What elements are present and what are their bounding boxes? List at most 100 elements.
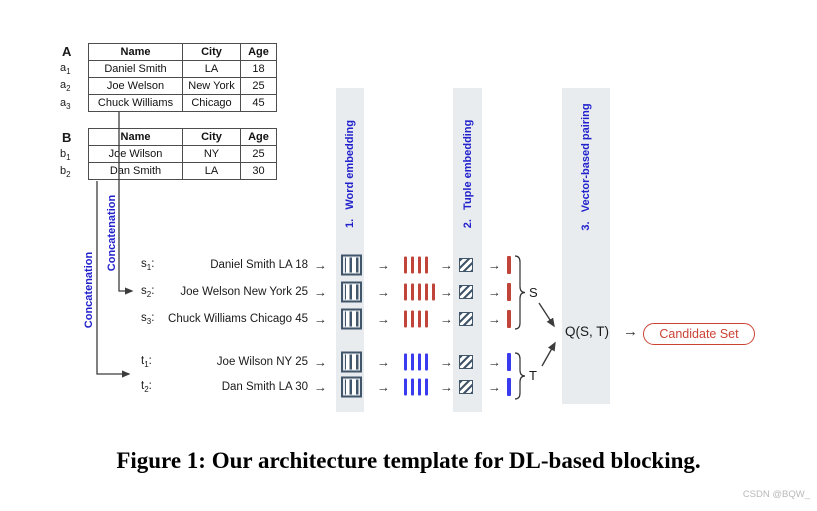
tuple-embedding-icon bbox=[459, 312, 473, 326]
table-a-row-id: a3 bbox=[60, 97, 71, 112]
arrow-icon: → bbox=[377, 284, 390, 300]
table-row: Chuck Williams Chicago 45 bbox=[88, 94, 277, 112]
group-label-t: T bbox=[529, 368, 537, 383]
arrow-icon: → bbox=[440, 354, 453, 370]
arrow-icon: → bbox=[440, 284, 453, 300]
tuple-text: Joe Wilson NY 25 bbox=[216, 356, 308, 368]
arrow-icon: → bbox=[488, 257, 501, 273]
table-a-header-age: Age bbox=[240, 43, 277, 61]
arrow-icon: → bbox=[377, 379, 390, 395]
word-vector-bar bbox=[425, 256, 428, 274]
cell-name: Daniel Smith bbox=[88, 60, 183, 78]
cell-age: 25 bbox=[240, 77, 277, 95]
cell-age: 18 bbox=[240, 60, 277, 78]
arrow-icon: → bbox=[440, 257, 453, 273]
word-vectors bbox=[404, 310, 428, 328]
word-sequence-icon bbox=[341, 351, 362, 373]
word-vector-bar bbox=[425, 353, 428, 371]
word-vector-bar bbox=[411, 256, 414, 274]
pipeline-row-s3: s3: Chuck Williams Chicago 45 → → → → bbox=[0, 308, 817, 330]
word-vector-bar bbox=[425, 378, 428, 396]
tuple-id: s1: bbox=[141, 257, 155, 273]
word-vector-bar bbox=[418, 353, 421, 371]
watermark: CSDN @BQW_ bbox=[742, 489, 810, 500]
tuple-text: Joe Welson New York 25 bbox=[180, 286, 308, 298]
pairing-function-label: Q(S, T) bbox=[565, 324, 610, 339]
tuple-embedding-icon bbox=[459, 285, 473, 299]
table-b-header-age: Age bbox=[240, 128, 277, 146]
stage-label-word-embedding: 1. Word embedding bbox=[344, 120, 356, 228]
word-vectors bbox=[404, 378, 428, 396]
table-row: Joe Welson New York 25 bbox=[88, 77, 277, 95]
arrow-icon: → bbox=[314, 284, 327, 300]
table-a-header-name: Name bbox=[88, 43, 183, 61]
table-a-header-city: City bbox=[182, 43, 241, 61]
word-sequence-icon bbox=[341, 254, 362, 276]
candidate-set-node: Candidate Set bbox=[643, 323, 755, 345]
word-vector-bar bbox=[411, 353, 414, 371]
word-vector-bar bbox=[404, 310, 407, 328]
arrow-icon: → bbox=[488, 354, 501, 370]
tuple-text: Dan Smith LA 30 bbox=[221, 381, 308, 393]
cell-name: Chuck Williams bbox=[88, 94, 183, 112]
arrow-icon: → bbox=[314, 311, 327, 327]
arrow-icon: → bbox=[314, 354, 327, 370]
tuple-embedding-icon bbox=[459, 258, 473, 272]
table-b-header-city: City bbox=[182, 128, 241, 146]
word-sequence-icon bbox=[341, 308, 362, 330]
arrow-icon: → bbox=[488, 379, 501, 395]
word-vector-bar bbox=[425, 310, 428, 328]
word-vector-bar bbox=[425, 283, 428, 301]
table-a: Name City Age Daniel Smith LA 18 Joe Wel… bbox=[88, 43, 277, 112]
arrow-icon: → bbox=[488, 284, 501, 300]
cell-city: New York bbox=[182, 77, 241, 95]
word-vectors bbox=[404, 256, 428, 274]
arrow-icon: → bbox=[440, 311, 453, 327]
pipeline-row-t1: t1: Joe Wilson NY 25 → → → → bbox=[0, 351, 817, 373]
word-vector-bar bbox=[404, 378, 407, 396]
arrow-icon: → bbox=[377, 257, 390, 273]
cell-city: Chicago bbox=[182, 94, 241, 112]
tuple-vector-bar bbox=[507, 353, 511, 371]
word-vector-bar bbox=[404, 256, 407, 274]
word-vector-bar bbox=[411, 283, 414, 301]
word-vector-bar bbox=[418, 378, 421, 396]
cell-city: NY bbox=[182, 145, 241, 163]
stage-label-vector-pairing: 3. Vector-based pairing bbox=[580, 103, 592, 231]
tuple-id: s2: bbox=[141, 284, 155, 300]
tuple-id: t2: bbox=[141, 379, 152, 395]
tuple-embedding-icon bbox=[459, 380, 473, 394]
word-vector-bar bbox=[418, 310, 421, 328]
table-b-row-id: b2 bbox=[60, 165, 71, 180]
word-vector-bar bbox=[418, 283, 421, 301]
tuple-text: Daniel Smith LA 18 bbox=[210, 259, 308, 271]
pipeline-row-t2: t2: Dan Smith LA 30 → → → → bbox=[0, 376, 817, 398]
cell-age: 45 bbox=[240, 94, 277, 112]
cell-name: Joe Wilson bbox=[88, 145, 183, 163]
word-vector-bar bbox=[404, 283, 407, 301]
arrow-icon: → bbox=[377, 354, 390, 370]
table-b-header-name: Name bbox=[88, 128, 183, 146]
arrow-icon: → bbox=[488, 311, 501, 327]
table-row: Daniel Smith LA 18 bbox=[88, 60, 277, 78]
word-vector-bar bbox=[432, 283, 435, 301]
stage-label-tuple-embedding: 2. Tuple embedding bbox=[462, 119, 474, 229]
word-vector-bar bbox=[418, 256, 421, 274]
tuple-id: t1: bbox=[141, 354, 152, 370]
table-a-label: A bbox=[62, 44, 72, 59]
pipeline-row-s2: s2: Joe Welson New York 25 → → → → bbox=[0, 281, 817, 303]
table-b-row-id: b1 bbox=[60, 148, 71, 163]
word-sequence-icon bbox=[341, 281, 362, 303]
tuple-vector-bar bbox=[507, 256, 511, 274]
pipeline-row-s1: s1: Daniel Smith LA 18 → → → → bbox=[0, 254, 817, 276]
group-label-s: S bbox=[529, 285, 538, 300]
cell-age: 30 bbox=[240, 162, 277, 180]
tuple-embedding-icon bbox=[459, 355, 473, 369]
arrow-icon: → bbox=[314, 379, 327, 395]
table-row: Dan Smith LA 30 bbox=[88, 162, 277, 180]
word-vector-bar bbox=[411, 378, 414, 396]
word-vectors bbox=[404, 353, 428, 371]
arrow-icon: → bbox=[377, 311, 390, 327]
figure-caption: Figure 1: Our architecture template for … bbox=[116, 448, 701, 473]
